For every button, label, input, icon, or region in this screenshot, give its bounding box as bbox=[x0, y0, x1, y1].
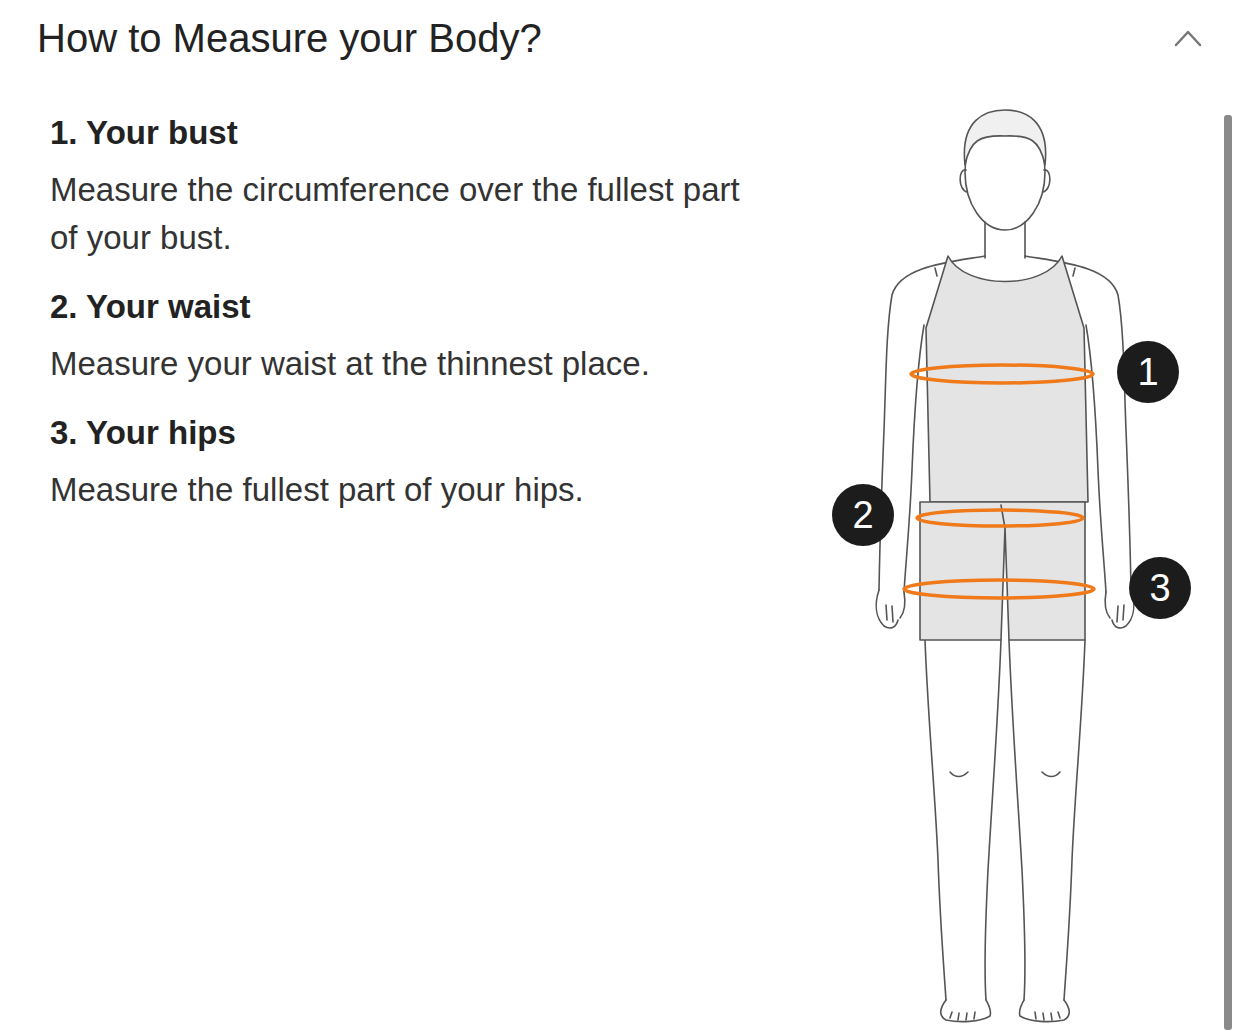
section-heading: 2. Your waist bbox=[50, 283, 251, 331]
callout-circle: 1 bbox=[1117, 341, 1179, 403]
callout-number: 2 bbox=[852, 494, 873, 537]
panel-title: How to Measure your Body? bbox=[37, 14, 542, 62]
scrollbar bbox=[1224, 115, 1232, 1030]
measurement-ring bbox=[904, 365, 1094, 598]
instruction-text: Measure the fullest part of your hips. bbox=[50, 466, 770, 514]
callout-number: 1 bbox=[1137, 351, 1158, 394]
collapse-chevron bbox=[1176, 32, 1200, 45]
section-heading: 3. Your hips bbox=[50, 409, 236, 457]
callout-circle: 3 bbox=[1129, 557, 1191, 619]
callout-circle: 2 bbox=[832, 484, 894, 546]
callout-number: 3 bbox=[1149, 567, 1170, 610]
instruction-text: Measure the circumference over the fulle… bbox=[50, 166, 770, 262]
figure-outline bbox=[876, 110, 1133, 1022]
section-heading: 1. Your bust bbox=[50, 109, 238, 157]
instruction-text: Measure your waist at the thinnest place… bbox=[50, 340, 770, 388]
